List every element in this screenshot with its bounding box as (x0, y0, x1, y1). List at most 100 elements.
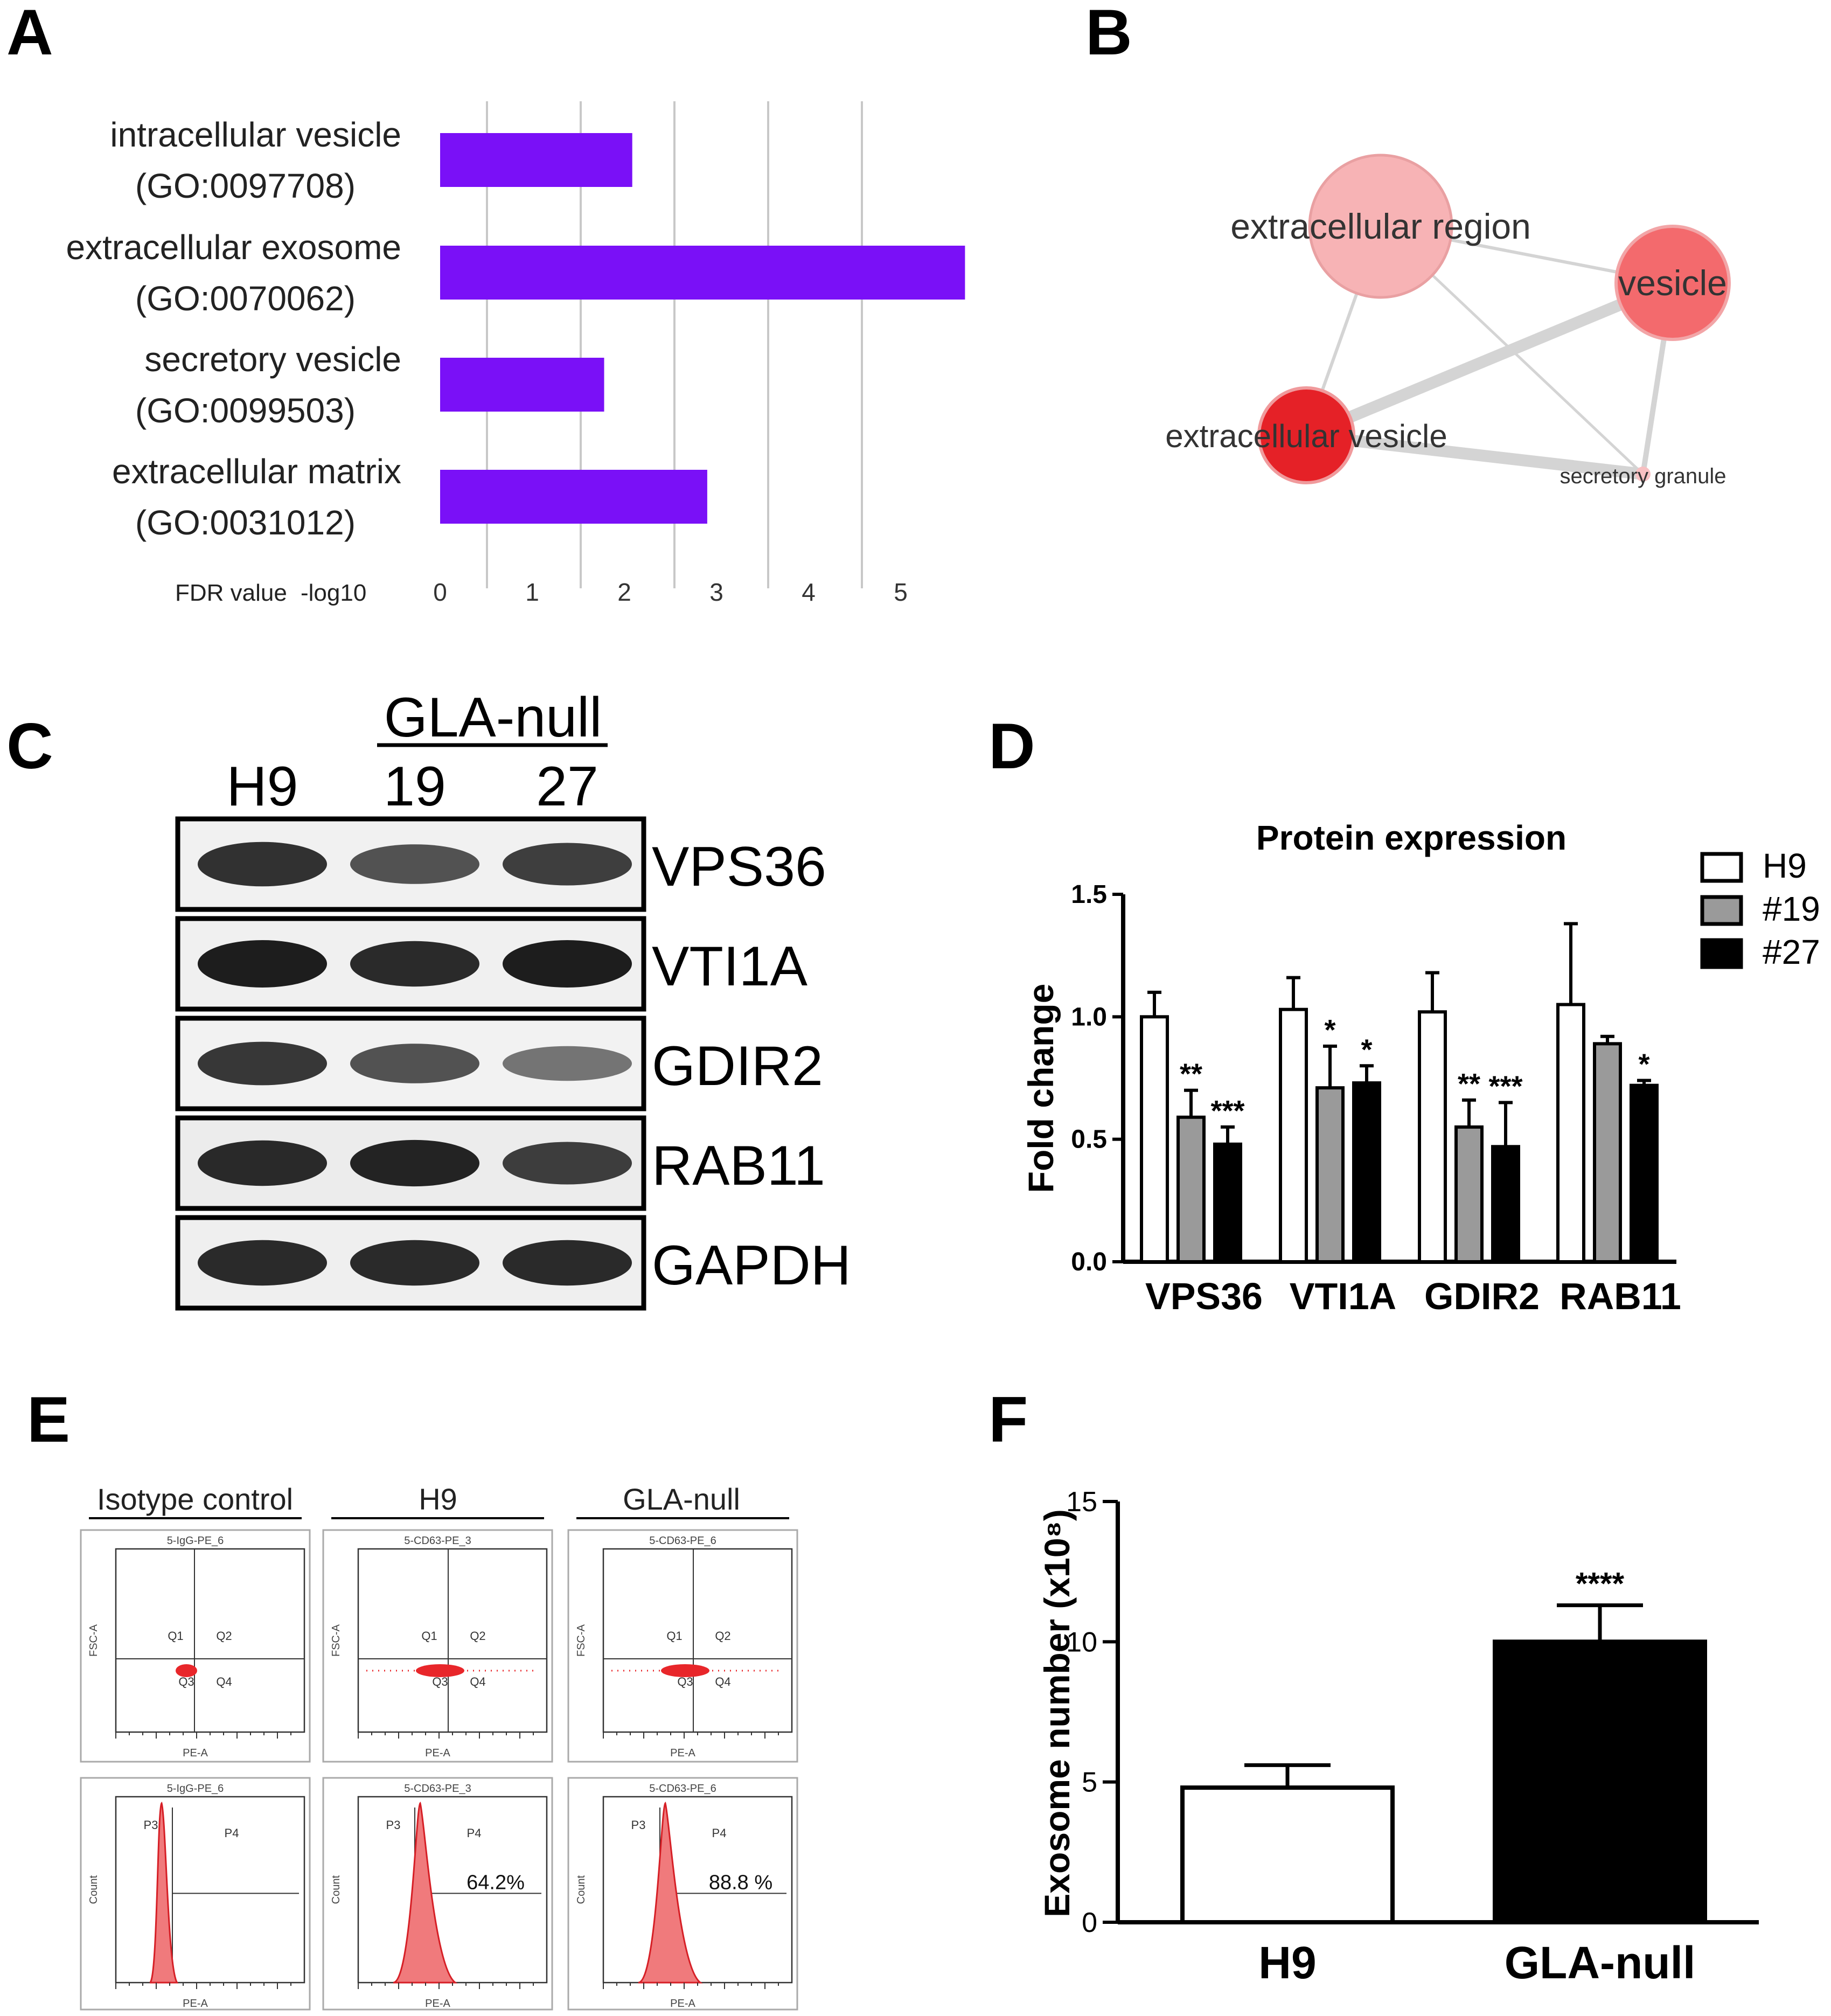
x-category-label: GDIR2 (1424, 1275, 1540, 1317)
node-extracellular-region (1308, 154, 1453, 299)
significance-stars: **** (1576, 1567, 1625, 1602)
blot-band (350, 941, 479, 987)
bar-n19-vps36 (1176, 1115, 1206, 1263)
y-tick-label: 1.0 (1071, 1003, 1107, 1031)
network-edge (1300, 429, 1649, 480)
blot-protein-label: RAB11 (652, 1135, 825, 1197)
blot-band (198, 940, 327, 988)
network-edge (1300, 277, 1679, 441)
flow-y-axis-label: FSC-A (88, 1624, 100, 1657)
bar-H9-gdir2 (1418, 1010, 1447, 1263)
panel-label-f: F (988, 1384, 1028, 1456)
flow-x-axis-label: PE-A (425, 1998, 450, 2010)
blot-protein-label: VPS36 (652, 836, 826, 898)
flow-event-cloud (416, 1664, 464, 1677)
quadrant-label: Q1 (421, 1629, 437, 1643)
significance-stars: * (1361, 1033, 1372, 1066)
quadrant-label: Q3 (677, 1675, 693, 1688)
blot-protein-label: GDIR2 (652, 1035, 823, 1097)
legend-swatch (1700, 852, 1743, 883)
x-category-label: RAB11 (1560, 1275, 1681, 1317)
gate-label: P4 (712, 1826, 727, 1840)
flow-histogram-axes (115, 1796, 305, 1984)
blot-band (350, 1044, 479, 1083)
blot-lane-label: 19 (384, 755, 446, 818)
go-term-label: extracellular matrix (112, 452, 401, 491)
flow-y-axis-label: FSC-A (330, 1624, 342, 1657)
significance-stars: * (1324, 1014, 1335, 1046)
y-tick-label: 0.5 (1071, 1125, 1107, 1154)
bar-H9-vps36 (1140, 1015, 1169, 1264)
blot-lane-label: 27 (536, 755, 598, 818)
y-tick-label: 5 (1082, 1767, 1097, 1798)
flow-y-axis-label: Count (575, 1875, 587, 1904)
x-tick-label: 2 (617, 578, 631, 606)
node-label: vesicle (1618, 263, 1727, 303)
legend-label: #19 (1763, 889, 1820, 928)
go-id-label: (GO:0099503) (135, 391, 356, 430)
x-tick-label: 5 (894, 578, 908, 606)
significance-stars: ** (1180, 1058, 1202, 1090)
bar-H9-rab11 (1556, 1003, 1585, 1263)
x-axis-label: FDR value (175, 580, 287, 606)
blot-band (350, 1139, 479, 1187)
go-term-label: secretory vesicle (144, 340, 401, 379)
flow-plot-title: 5-CD63-PE_3 (404, 1535, 471, 1547)
panel-label-c: C (6, 710, 53, 782)
bar-H9-vti1a (1279, 1007, 1308, 1264)
quadrant-label: Q3 (432, 1675, 448, 1688)
go-bar-2 (440, 246, 965, 300)
blot-band (350, 844, 479, 884)
panel-label-a: A (6, 0, 53, 68)
significance-stars: * (1638, 1048, 1649, 1081)
go-id-label: (GO:0070062) (135, 279, 356, 318)
x-tick-label: 0 (433, 578, 447, 606)
quadrant-label: Q4 (216, 1675, 232, 1688)
node-secretory-granule (1635, 467, 1651, 482)
quadrant-label: Q4 (715, 1675, 730, 1688)
flow-x-axis-label: PE-A (670, 1998, 695, 2010)
flow-plot-title: 5-CD63-PE_6 (649, 1783, 716, 1795)
blot-band (503, 940, 632, 988)
blot-band (198, 1041, 327, 1086)
flow-dotplot-axes (357, 1548, 548, 1733)
flow-plot-title: 5-IgG-PE_6 (167, 1535, 224, 1547)
quadrant-label: Q2 (470, 1629, 485, 1643)
x-category-label: VPS36 (1145, 1275, 1263, 1317)
x-tick-label: 4 (802, 578, 816, 606)
flow-y-axis-label: Count (88, 1875, 100, 1904)
flow-x-axis-label: PE-A (183, 1747, 208, 1759)
blot-band (350, 1240, 479, 1286)
x-tick-label: 3 (709, 578, 723, 606)
node-label: extracellular vesicle (1165, 418, 1447, 454)
x-category-label: H9 (1258, 1937, 1316, 1988)
flow-plot-title: 5-CD63-PE_6 (649, 1535, 716, 1547)
flow-plot-title: 5-CD63-PE_3 (404, 1783, 471, 1795)
flow-y-axis-label: FSC-A (575, 1624, 587, 1657)
quadrant-label: Q2 (715, 1629, 730, 1643)
bar-n19-vti1a (1315, 1086, 1345, 1263)
go-term-label: intracellular vesicle (110, 115, 401, 154)
significance-stars: *** (1210, 1095, 1244, 1127)
go-id-label: (GO:0031012) (135, 503, 356, 542)
flow-event-cloud (176, 1664, 197, 1677)
blot-band (503, 1240, 632, 1286)
flow-histogram-axes (357, 1796, 548, 1984)
y-tick-label: 0 (1082, 1907, 1097, 1938)
node-extracellular-vesicle (1257, 386, 1355, 484)
gate-percentage: 88.8 % (709, 1871, 772, 1894)
flow-histogram-peak (393, 1802, 458, 1984)
bar-n27-vti1a (1352, 1081, 1381, 1264)
blot-protein-label: VTI1A (652, 935, 808, 998)
bar-n19-rab11 (1593, 1042, 1622, 1263)
x-axis-unit: -log10 (301, 580, 366, 606)
flow-histogram-peak (638, 1802, 703, 1984)
go-bar-1 (440, 133, 632, 187)
quadrant-label: Q1 (666, 1629, 682, 1643)
blot-band (198, 1140, 327, 1186)
bar-n27-gdir2 (1491, 1145, 1520, 1263)
gate-label: P3 (631, 1818, 646, 1832)
blot-band (503, 843, 632, 886)
y-tick-label: 10 (1066, 1626, 1097, 1658)
